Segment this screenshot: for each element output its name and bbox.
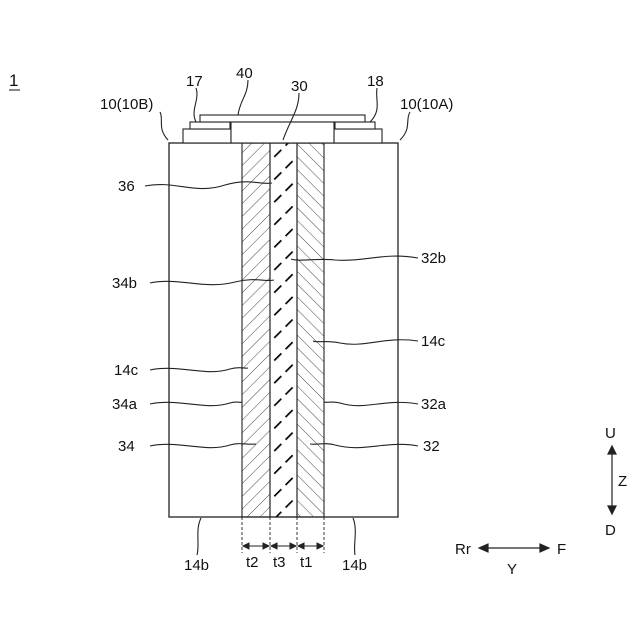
leader-14b-right	[353, 518, 355, 555]
leader-10b	[160, 112, 168, 140]
label-14b-left: 14b	[184, 557, 209, 574]
leader-17	[194, 88, 197, 122]
label-18: 18	[367, 73, 384, 90]
connector-30	[231, 122, 334, 143]
electrode-32	[297, 143, 324, 517]
dim-arrows	[243, 543, 323, 549]
leader-18	[370, 88, 377, 122]
axis-label-rear: Rr	[455, 541, 471, 558]
axis-label-y: Y	[507, 561, 517, 578]
terminal-18-base	[334, 129, 382, 143]
horizontal-axis-arrow	[479, 544, 549, 552]
figure-number: 1	[9, 71, 18, 90]
label-34: 34	[118, 438, 135, 455]
leader-10a	[400, 112, 410, 140]
label-32b: 32b	[421, 250, 446, 267]
label-30: 30	[291, 78, 308, 95]
label-17: 17	[186, 73, 203, 90]
electrode-34	[242, 143, 270, 517]
leader-14b-left	[197, 518, 201, 555]
axis-label-front: F	[557, 541, 566, 558]
axis-label-z: Z	[618, 473, 627, 490]
label-36: 36	[118, 178, 135, 195]
label-10a: 10(10A)	[400, 96, 453, 113]
terminal-17-step	[190, 122, 230, 129]
label-32: 32	[423, 438, 440, 455]
cover-plate-40	[200, 115, 365, 122]
label-40: 40	[236, 65, 253, 82]
label-t3: t3	[273, 554, 286, 571]
label-t1: t1	[300, 554, 313, 571]
label-14c-left: 14c	[114, 362, 139, 379]
leader-40	[238, 80, 248, 115]
label-14b-right: 14b	[342, 557, 367, 574]
terminal-18-step	[335, 122, 375, 129]
label-32a: 32a	[421, 396, 447, 413]
axis-label-up: U	[605, 425, 616, 442]
axis-label-down: D	[605, 522, 616, 539]
label-10b: 10(10B)	[100, 96, 153, 113]
separator-36	[270, 143, 297, 517]
label-34b: 34b	[112, 275, 137, 292]
label-t2: t2	[246, 554, 259, 571]
vertical-axis-arrow	[608, 446, 616, 514]
label-34a: 34a	[112, 396, 138, 413]
label-14c-right: 14c	[421, 333, 446, 350]
terminal-17-base	[183, 129, 231, 143]
